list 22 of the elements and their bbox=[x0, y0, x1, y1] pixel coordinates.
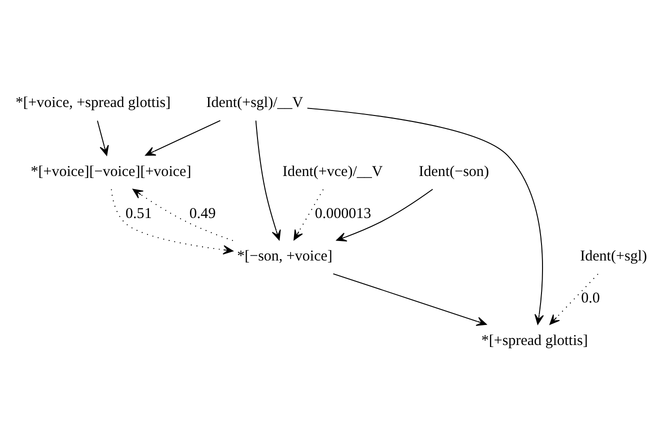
node-text: *[+voice, +spread glottis] bbox=[16, 94, 171, 111]
arrow bbox=[132, 188, 234, 241]
arrow bbox=[336, 188, 434, 242]
node-text: *[+spread glottis] bbox=[481, 332, 588, 348]
edge-label: 0.51 bbox=[126, 206, 152, 222]
edge-label: 0.0 bbox=[581, 290, 600, 306]
arrow bbox=[306, 107, 544, 324]
arrow bbox=[110, 188, 234, 254]
edge-label: 0.000013 bbox=[314, 206, 372, 222]
arrow bbox=[145, 120, 221, 156]
edge-label: 0.49 bbox=[189, 206, 216, 222]
arrow bbox=[549, 273, 598, 324]
arrow bbox=[332, 272, 487, 326]
arrow bbox=[294, 188, 324, 240]
node-text: Ident(+vce)/__V bbox=[282, 163, 383, 180]
node-text: Ident(−son) bbox=[418, 163, 489, 180]
node-text: Ident(+sgl)/__V bbox=[206, 94, 304, 111]
node-text: *[+voice][−voice][+voice] bbox=[30, 163, 192, 180]
node-text: *[−son, +voice] bbox=[237, 248, 332, 264]
arrow bbox=[255, 120, 281, 240]
arrow bbox=[96, 120, 109, 156]
node-text: Ident(+sgl) bbox=[580, 248, 647, 264]
